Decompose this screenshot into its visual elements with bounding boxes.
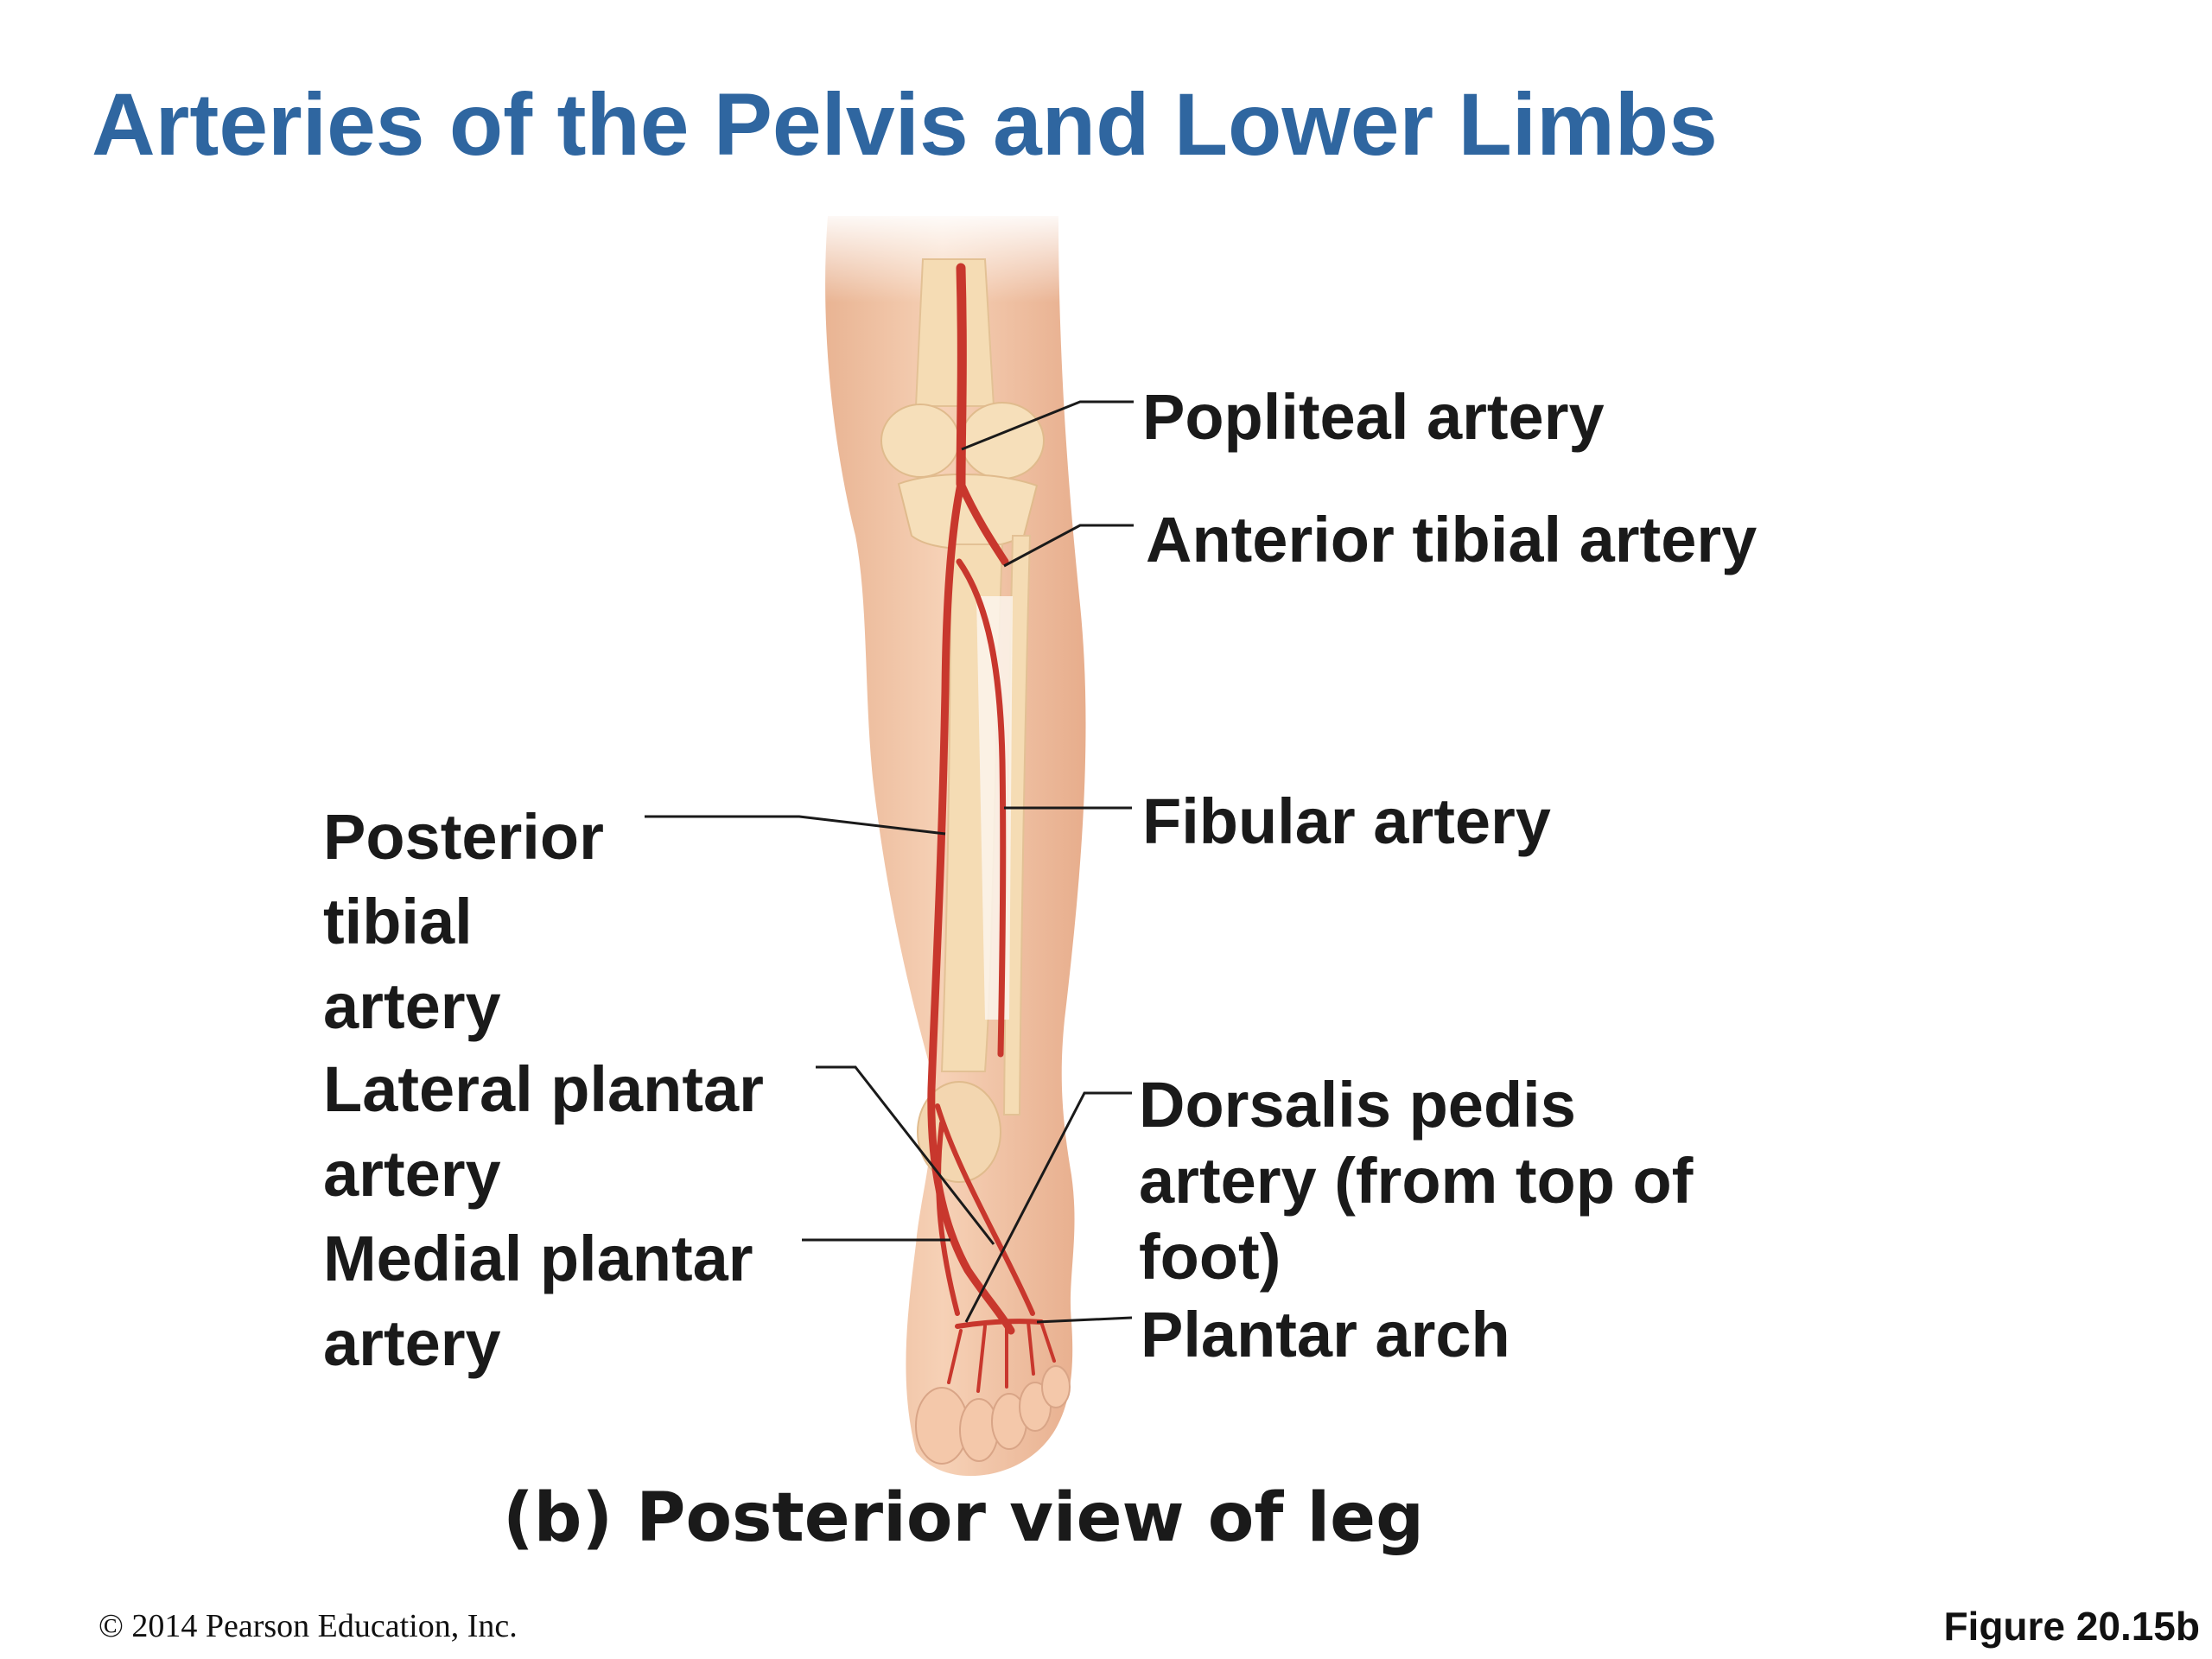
digital-artery-2 bbox=[976, 1325, 987, 1393]
fibular-artery bbox=[956, 558, 1007, 1058]
leader-plantar-arch bbox=[1036, 1316, 1133, 1324]
leader-dorsalis-pedis bbox=[964, 1091, 1132, 1323]
label-fibular-artery: Fibular artery bbox=[1142, 785, 1551, 857]
posterior-tibial-artery bbox=[927, 480, 1015, 1335]
tibia-head bbox=[897, 474, 1039, 550]
label-medial-plantar-artery: Medial plantar artery bbox=[323, 1223, 753, 1379]
label-anterior-tibial-artery: Anterior tibial artery bbox=[1146, 504, 1758, 575]
label-dorsalis-pedis-artery: Dorsalis pedis artery (from top of foot) bbox=[1139, 1069, 1694, 1293]
arteries bbox=[927, 263, 1056, 1393]
medial-plantar-artery bbox=[936, 1121, 960, 1316]
label-popliteal-artery: Popliteal artery bbox=[1142, 381, 1605, 453]
leader-lateral-plantar bbox=[816, 1065, 995, 1245]
copyright-notice: © 2014 Pearson Education, Inc. bbox=[99, 1608, 518, 1644]
anterior-tibial-artery bbox=[957, 480, 1009, 566]
leader-lines bbox=[645, 400, 1134, 1324]
lateral-plantar-artery bbox=[935, 1103, 1035, 1316]
leader-posterior-tibial bbox=[645, 815, 946, 836]
knee-condyle-medial bbox=[960, 402, 1045, 480]
leader-anterior-tibial bbox=[1003, 524, 1134, 568]
popliteal-artery bbox=[956, 263, 967, 489]
label-plantar-arch: Plantar arch bbox=[1141, 1299, 1510, 1370]
femur-bone bbox=[914, 258, 995, 407]
toe-5 bbox=[1041, 1365, 1071, 1408]
figure-caption: (b) Posterior view of leg bbox=[503, 1479, 1424, 1557]
knee-condyle-lateral bbox=[880, 404, 960, 478]
slide-title: Arteries of the Pelvis and Lower Limbs bbox=[92, 75, 1718, 174]
plantar-arch bbox=[955, 1319, 1044, 1329]
digital-artery-5 bbox=[1039, 1320, 1056, 1363]
digital-artery-1 bbox=[947, 1329, 963, 1384]
digital-artery-4 bbox=[1027, 1320, 1035, 1376]
figure-number: Figure 20.15b bbox=[1943, 1604, 2200, 1649]
label-posterior-tibial-artery: Posterior tibial artery bbox=[323, 801, 604, 1042]
label-lateral-plantar-artery: Lateral plantar artery bbox=[323, 1053, 764, 1210]
leader-popliteal bbox=[961, 400, 1134, 451]
